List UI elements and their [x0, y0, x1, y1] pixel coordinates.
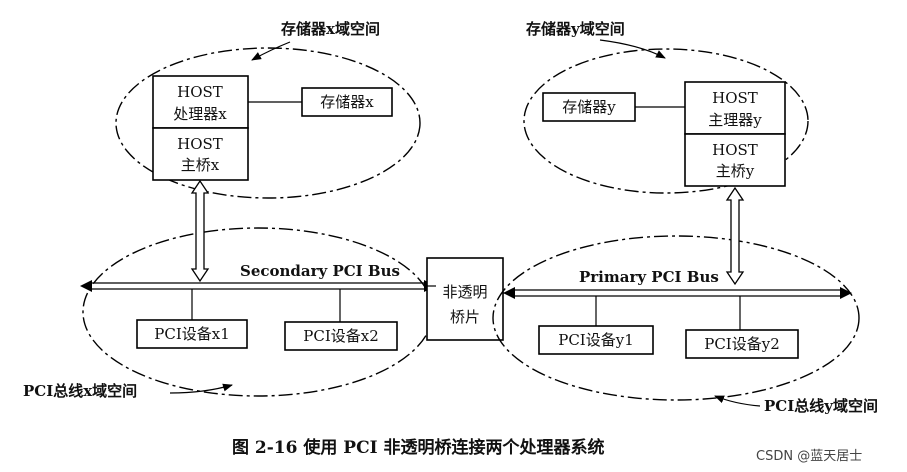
secondary-bus-label: Secondary PCI Bus	[240, 262, 400, 280]
primary-bus-domain: Primary PCI Bus PCI设备y1 PCI设备y2 PCI总线y域空…	[492, 186, 878, 415]
memory-x-label: 存储器x	[320, 93, 374, 111]
non-transparent-bridge: 非透明 桥片	[426, 257, 504, 341]
pci-y-space-ellipse	[492, 235, 860, 401]
memory-y-label: 存储器y	[562, 98, 616, 116]
pci-x-space-pointer	[169, 383, 233, 394]
memory-y-space-pointer	[599, 39, 666, 59]
pci-x-space-ellipse	[82, 227, 434, 397]
host-bridge-x-bus-arrow	[190, 179, 210, 283]
host-bridge-x-line1: HOST	[177, 135, 223, 153]
pci-device-y2-box	[685, 329, 799, 359]
host-bridge-x-line2: 主桥x	[181, 156, 220, 174]
pci-y-space-pointer	[714, 395, 761, 407]
figure-caption: 图 2-16 使用 PCI 非透明桥连接两个处理器系统	[232, 437, 604, 458]
primary-bus-label: Primary PCI Bus	[579, 268, 719, 286]
host-processor-y-line2: 主理器y	[708, 111, 762, 129]
non-transparent-bridge-box	[426, 257, 504, 341]
secondary-bus-left-arrowhead	[80, 280, 92, 292]
host-bridge-y-box	[684, 133, 786, 187]
pci-x-space-label: PCI总线x域空间	[23, 382, 137, 400]
pci-device-x2-label: PCI设备x2	[303, 327, 379, 345]
bridge-label-line2: 桥片	[450, 308, 480, 326]
memory-y-space-ellipse	[523, 48, 809, 194]
pci-device-x2-box	[284, 321, 398, 351]
memory-x-box	[301, 87, 393, 117]
pci-device-y2-label: PCI设备y2	[704, 335, 780, 353]
pci-device-x1-label: PCI设备x1	[154, 325, 230, 343]
memory-y-space-label: 存储器y域空间	[526, 20, 625, 38]
memory-x-space-label: 存储器x域空间	[281, 20, 380, 38]
host-bridge-y-line2: 主桥y	[716, 162, 755, 180]
secondary-bus-domain: Secondary PCI Bus PCI设备x1 PCI设备x2 PCI总线x…	[23, 179, 436, 400]
host-bridge-y-bus-arrow	[725, 186, 745, 286]
pci-device-y1-label: PCI设备y1	[558, 331, 634, 349]
host-bridge-x-box	[152, 127, 249, 181]
bridge-label-line1: 非透明	[442, 283, 487, 301]
memory-x-space-pointer	[251, 41, 291, 61]
host-processor-y-line1: HOST	[712, 89, 758, 107]
memory-x-space-ellipse	[115, 47, 421, 199]
pci-device-y1-box	[538, 325, 654, 355]
domain-x: 存储器x域空间 HOST 处理器x HOST 主桥x 存储器x	[115, 20, 421, 199]
host-processor-x-line2: 处理器x	[173, 105, 227, 123]
host-processor-x-line1: HOST	[177, 83, 223, 101]
primary-bus-right-arrowhead	[840, 287, 852, 299]
watermark: CSDN @蓝天居士	[756, 449, 862, 464]
host-bridge-y-line1: HOST	[712, 141, 758, 159]
pci-device-x1-box	[136, 319, 248, 349]
pci-y-space-label: PCI总线y域空间	[764, 397, 878, 415]
domain-y: 存储器y域空间 存储器y HOST 主理器y HOST 主桥y	[523, 20, 809, 194]
